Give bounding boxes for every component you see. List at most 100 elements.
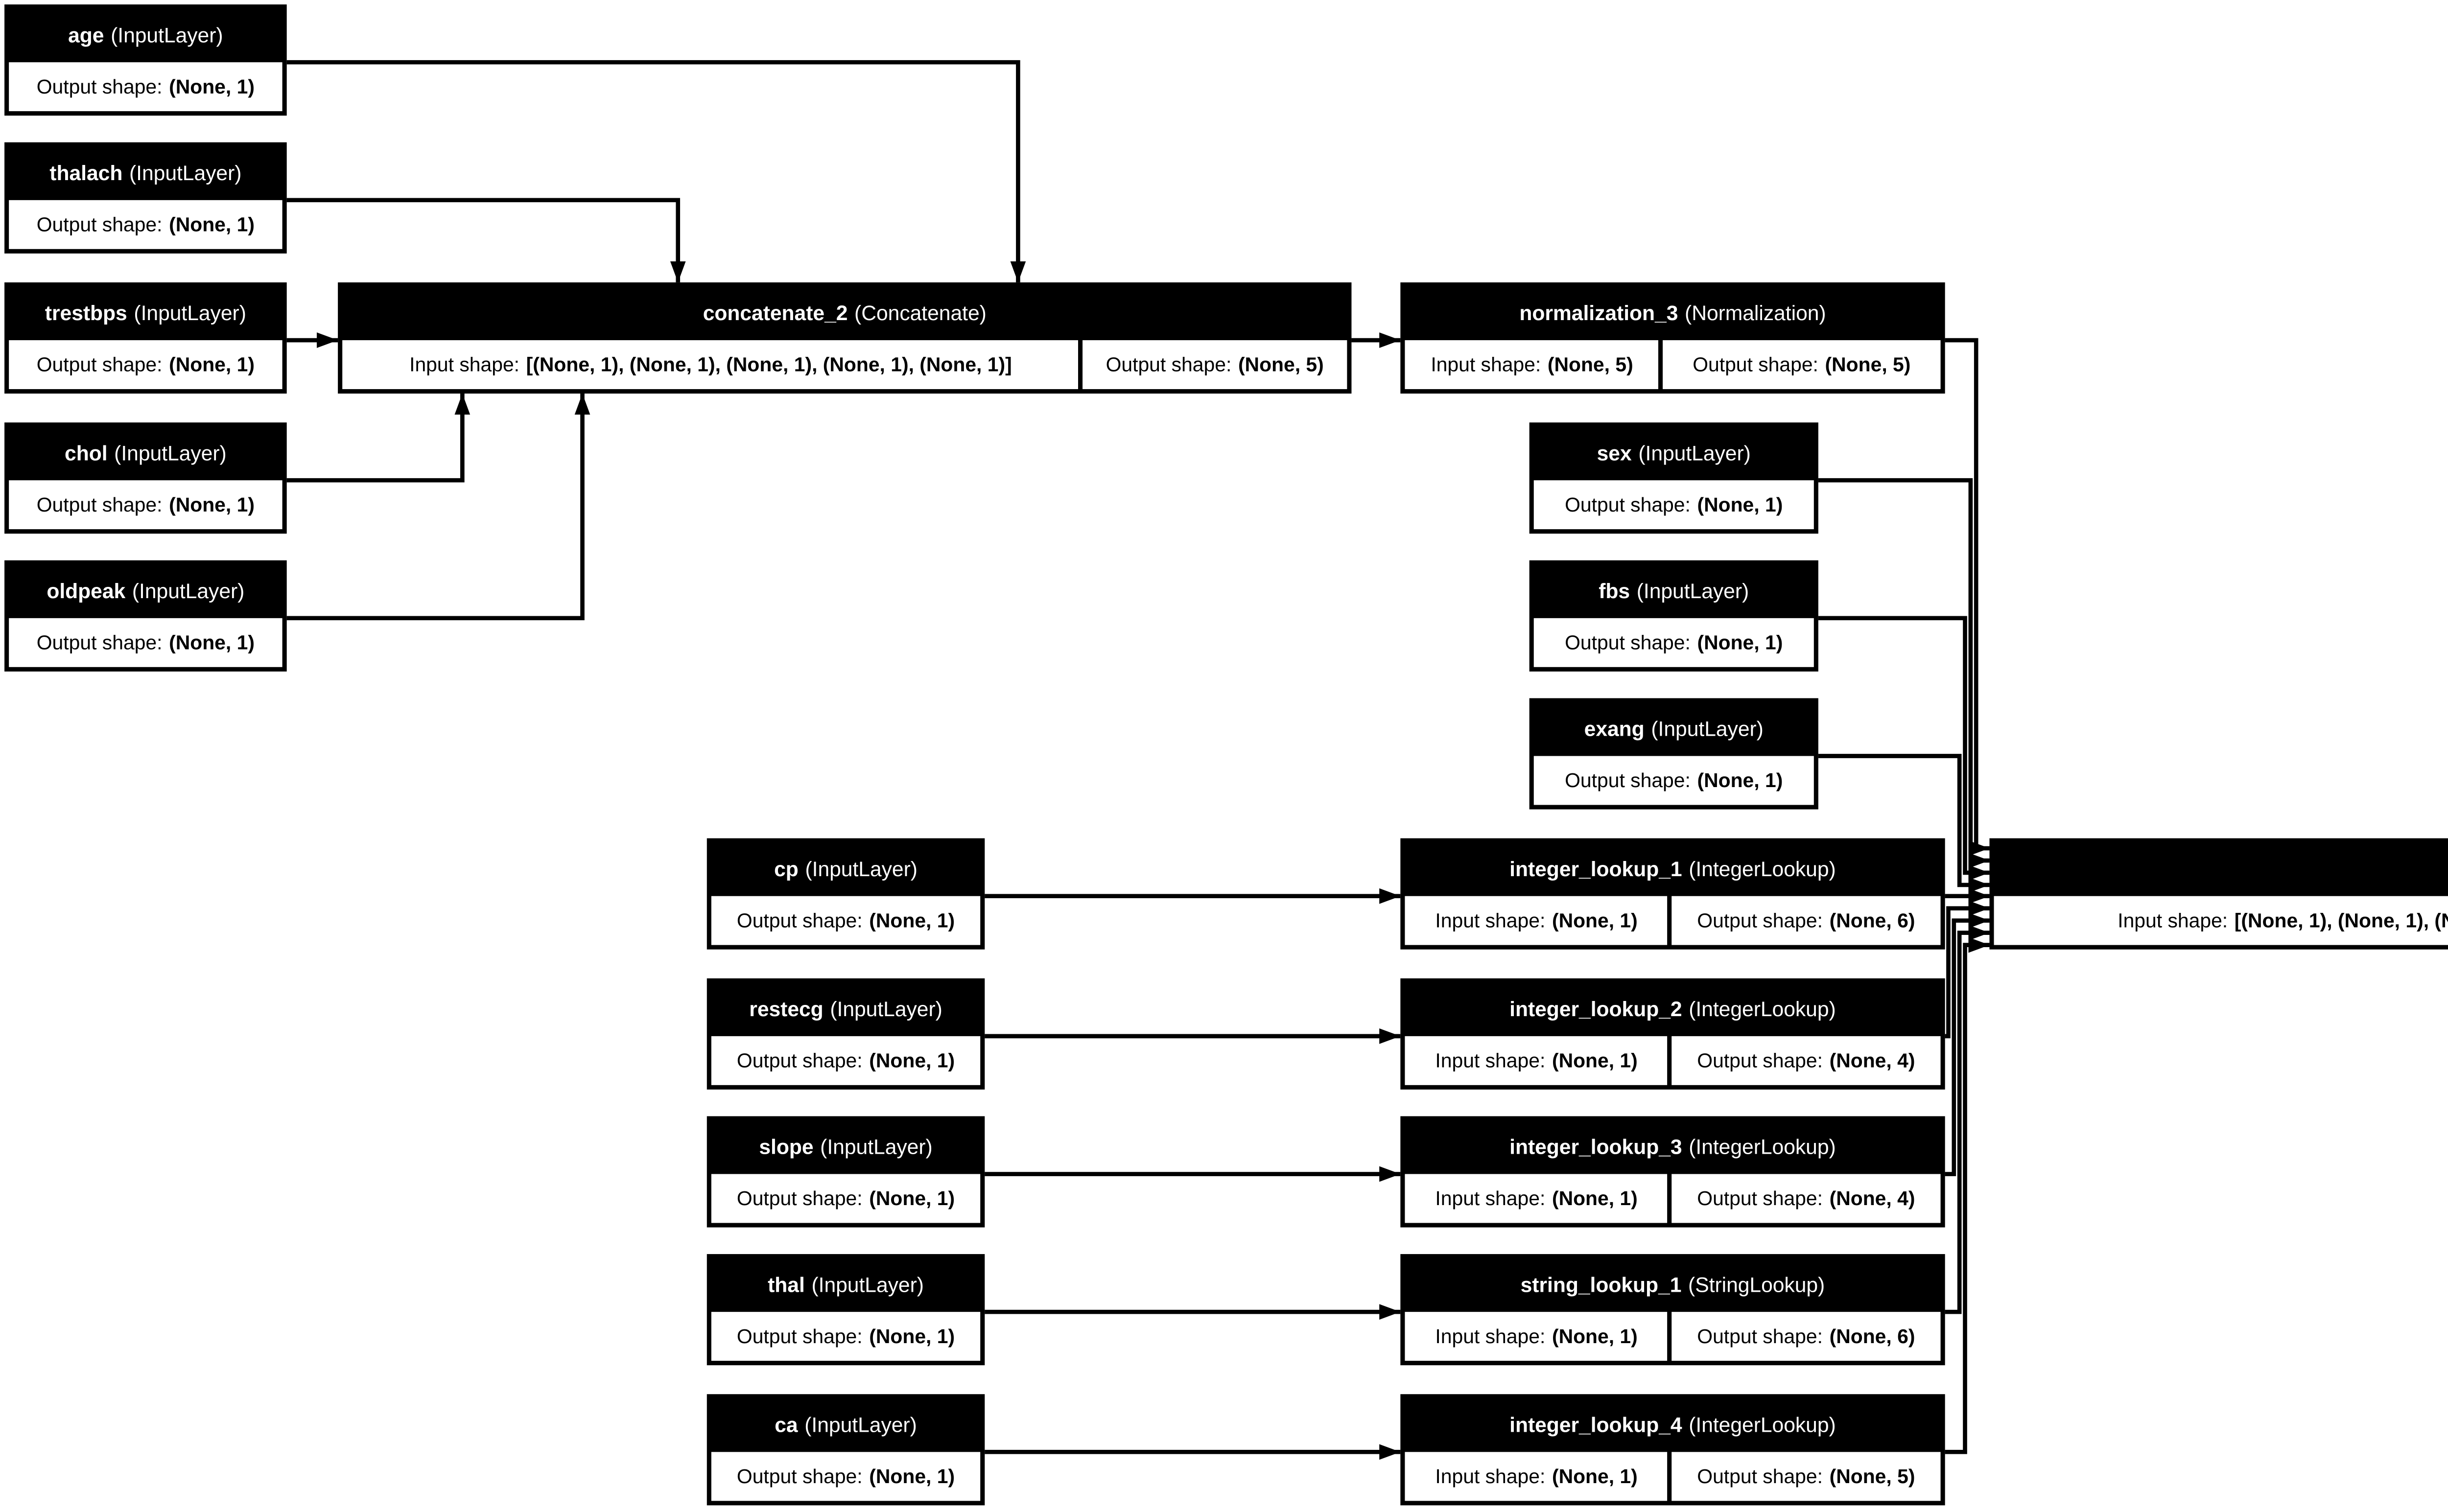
layer-type: (InputLayer) [134,299,246,324]
node-sex-title: sex(InputLayer) [1534,422,1813,480]
node-thal-output-shape: Output shape:(None, 1) [711,1312,980,1361]
layer-name: string_lookup_1 [1520,1271,1682,1296]
node-integer_lookup_4-output-shape: Output shape:(None, 5) [1672,1452,1940,1501]
node-thal-title: thal(InputLayer) [712,1254,980,1312]
layer-type: (IntegerLookup) [1689,1411,1836,1436]
node-integer_lookup_3: integer_lookup_3(IntegerLookup) Input sh… [1400,1116,1945,1228]
node-ca-output-shape: Output shape:(None, 1) [711,1452,980,1501]
output-shape-label: Output shape: [736,1325,863,1348]
output-shape-value: (None, 4) [1829,1049,1915,1072]
edge-thalach-concatenate_2 [286,198,686,282]
output-shape-value: (None, 1) [1697,631,1783,654]
layer-name: ca [775,1411,798,1436]
layer-type: (InputLayer) [129,159,242,184]
layer-name: restecg [749,995,824,1020]
node-fbs-title: fbs(InputLayer) [1534,560,1813,618]
output-shape-label: Output shape: [1697,909,1823,931]
edge-integer_lookup_4-concatenate_3 [1945,937,1990,1454]
node-trestbps-title: trestbps(InputLayer) [9,282,282,340]
layer-type: (Normalization) [1685,299,1826,324]
node-trestbps: trestbps(InputLayer) Output shape: (None,… [4,282,287,394]
node-integer_lookup_1-title: integer_lookup_1(IntegerLookup) [1405,838,1940,896]
output-shape-label: Output shape: [36,353,163,376]
node-age: age(InputLayer) Output shape:(None, 1) [4,4,287,116]
node-integer_lookup_1-input-shape: Input shape:(None, 1) [1405,896,1668,945]
node-cp-output-shape: Output shape:(None, 1) [711,896,980,945]
layer-type: (InputLayer) [804,1411,917,1436]
layer-name: normalization_3 [1519,299,1678,324]
node-oldpeak-title: oldpeak(InputLayer) [9,560,282,618]
node-string_lookup_1-output-shape: Output shape:(None, 6) [1672,1312,1940,1361]
node-thalach: thalach(InputLayer) Output shape:(None, … [4,142,287,254]
node-slope-title: slope(InputLayer) [712,1116,980,1174]
output-shape-label: Output shape: [1697,1049,1823,1072]
node-integer_lookup_4-title: integer_lookup_4(IntegerLookup) [1405,1394,1940,1452]
node-exang-output-shape: Output shape:(None, 1) [1534,756,1813,805]
output-shape-value: (None, 1) [869,1049,955,1072]
output-shape-label: Output shape: [736,1465,863,1488]
input-shape-value: (None, 1) [1552,1049,1638,1072]
node-integer_lookup_3-output-shape: Output shape:(None, 4) [1672,1174,1940,1223]
edge-fbs-concatenate_3 [1818,616,1990,881]
output-shape-value: (None, 5) [1825,353,1911,376]
node-restecg-title: restecg(InputLayer) [712,978,980,1036]
output-shape-label: Output shape: [1565,493,1691,516]
input-shape-label: Input shape: [1435,909,1546,931]
layer-name: thalach [49,159,123,184]
node-normalization_3-title: normalization_3 (Normalization) [1405,282,1940,340]
layer-type: (StringLookup) [1688,1271,1825,1296]
output-shape-value: (None, 1) [1697,493,1783,516]
node-concatenate_3-input-shape: Input shape: [(None, 1), (None, 1), (None… [1994,896,2448,945]
node-fbs-output-shape: Output shape:(None, 1) [1534,618,1813,667]
output-shape-label: Output shape: [36,75,163,98]
node-oldpeak: oldpeak(InputLayer) Output shape:(None, … [4,560,287,672]
node-cp: cp(InputLayer) Output shape:(None, 1) [706,838,985,950]
layer-type: (InputLayer) [1638,439,1751,464]
node-string_lookup_1: string_lookup_1(StringLookup) Input shap… [1400,1254,1945,1366]
node-oldpeak-output-shape: Output shape:(None, 1) [9,618,282,667]
node-sex: sex(InputLayer) Output shape: (None, 1) [1529,422,1818,534]
node-string_lookup_1-input-shape: Input shape:(None, 1) [1405,1312,1668,1361]
node-integer_lookup_2-output-shape: Output shape: (None, 4) [1672,1036,1940,1085]
node-exang: exang(InputLayer) Output shape:(None, 1) [1529,698,1818,810]
node-fbs: fbs(InputLayer) Output shape:(None, 1) [1529,560,1818,672]
layer-name: chol [65,439,108,464]
layer-name: age [68,21,104,46]
layer-name: oldpeak [47,577,126,602]
layer-name: cp [774,855,799,880]
node-ca-title: ca(InputLayer) [712,1394,980,1452]
node-integer_lookup_3-title: integer_lookup_3(IntegerLookup) [1405,1116,1940,1174]
layer-name: exang [1584,715,1645,740]
layer-type: (IntegerLookup) [1689,1133,1836,1158]
edge-oldpeak-concatenate_2 [286,394,590,621]
output-shape-label: Output shape: [1697,1325,1823,1348]
node-concatenate_2-title: concatenate_2(Concatenate) [343,282,1346,340]
output-shape-value: (None, 1) [169,353,255,376]
layer-name: slope [759,1133,814,1158]
output-shape-label: Output shape: [1697,1465,1823,1488]
layer-type: (InputLayer) [1636,577,1749,602]
layer-type: (InputLayer) [111,21,223,46]
output-shape-label: Output shape: [1697,1187,1823,1210]
layer-type: (InputLayer) [1651,715,1764,740]
input-shape-value: (None, 1) [1552,1325,1638,1348]
node-chol-output-shape: Output shape:(None, 1) [9,480,282,529]
node-concatenate_2: concatenate_2(Concatenate) Input shape:[… [338,282,1352,394]
layer-type: (IntegerLookup) [1689,855,1836,880]
node-normalization_3-input-shape: Input shape:(None, 5) [1405,340,1659,389]
edge-normalization_3-concatenate_3 [1945,338,1990,856]
node-integer_lookup_3-input-shape: Input shape:(None, 1) [1405,1174,1668,1223]
node-chol-title: chol(InputLayer) [9,422,282,480]
node-slope-output-shape: Output shape:(None, 1) [711,1174,980,1223]
edge-string_lookup_1-concatenate_3 [1945,925,1990,1314]
output-shape-label: Output shape: [736,909,863,931]
output-shape-label: Output shape: [1106,353,1232,376]
node-ca: ca(InputLayer) Output shape:(None, 1) [706,1394,985,1506]
layer-type: (Concatenate) [854,299,987,324]
layer-name: concatenate_2 [703,299,848,324]
node-concatenate_3: concatenate_3(Concatenate) Input shape:[… [1989,838,2448,950]
input-shape-label: Input shape: [2118,909,2228,931]
node-age-title: age (InputLayer) [9,4,282,62]
input-shape-value: [(None, 1), (None, 1), (None, 1), (None,… [2234,909,2448,931]
